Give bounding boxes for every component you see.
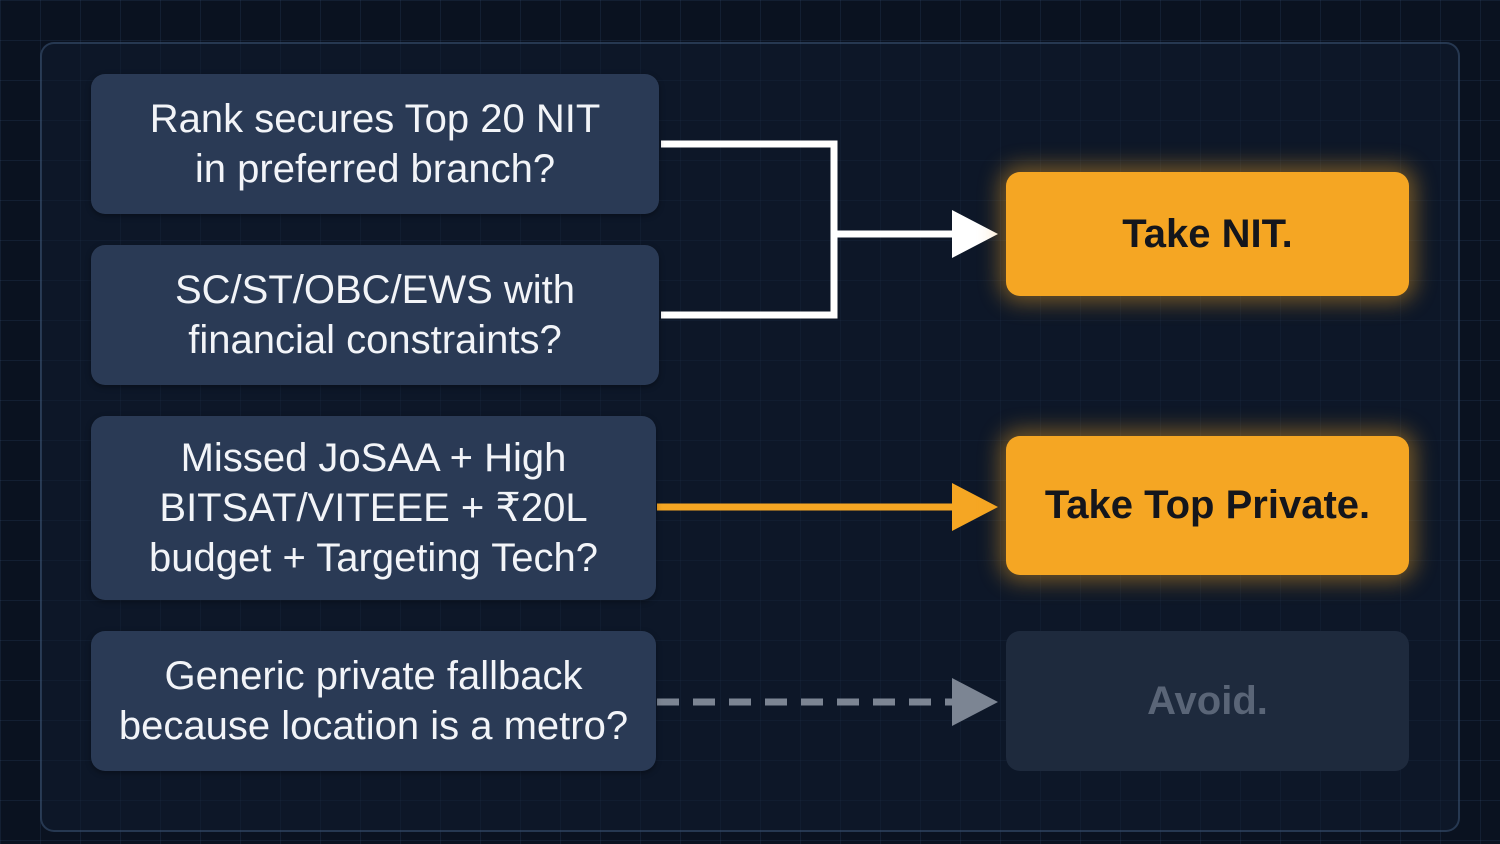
nit-arrowhead	[952, 210, 998, 258]
condition-line: in preferred branch?	[194, 147, 556, 191]
condition-line: Generic private fallback	[164, 654, 583, 698]
condition-missed-josaa: Missed JoSAA + High BITSAT/VITEEE + ₹20L…	[91, 416, 656, 600]
condition-line: budget + Targeting Tech?	[149, 536, 598, 580]
condition-top-nit-rank: Rank secures Top 20 NIT in preferred bra…	[91, 74, 659, 214]
outcome-take-top-private: Take Top Private.	[1006, 436, 1409, 575]
condition-line: BITSAT/VITEEE + ₹20L	[159, 486, 588, 530]
condition-line: Missed JoSAA + High	[180, 436, 567, 480]
condition-line: financial constraints?	[188, 318, 562, 362]
condition-line: Rank secures Top 20 NIT	[149, 97, 601, 141]
condition-line: because location is a metro?	[118, 704, 629, 748]
condition-generic-private: Generic private fallback because locatio…	[91, 631, 656, 771]
outcome-avoid: Avoid.	[1006, 631, 1409, 771]
private-arrowhead	[952, 483, 998, 531]
condition-reserved-category: SC/ST/OBC/EWS with financial constraints…	[91, 245, 659, 385]
bracket-connector	[661, 140, 838, 319]
outcome-label: Take Top Private.	[1044, 483, 1371, 527]
outcome-label: Take NIT.	[1122, 211, 1293, 256]
condition-line: SC/ST/OBC/EWS with	[174, 268, 576, 312]
outcome-take-nit: Take NIT.	[1006, 172, 1409, 296]
outcome-label: Avoid.	[1147, 678, 1268, 723]
avoid-arrowhead	[952, 678, 998, 726]
